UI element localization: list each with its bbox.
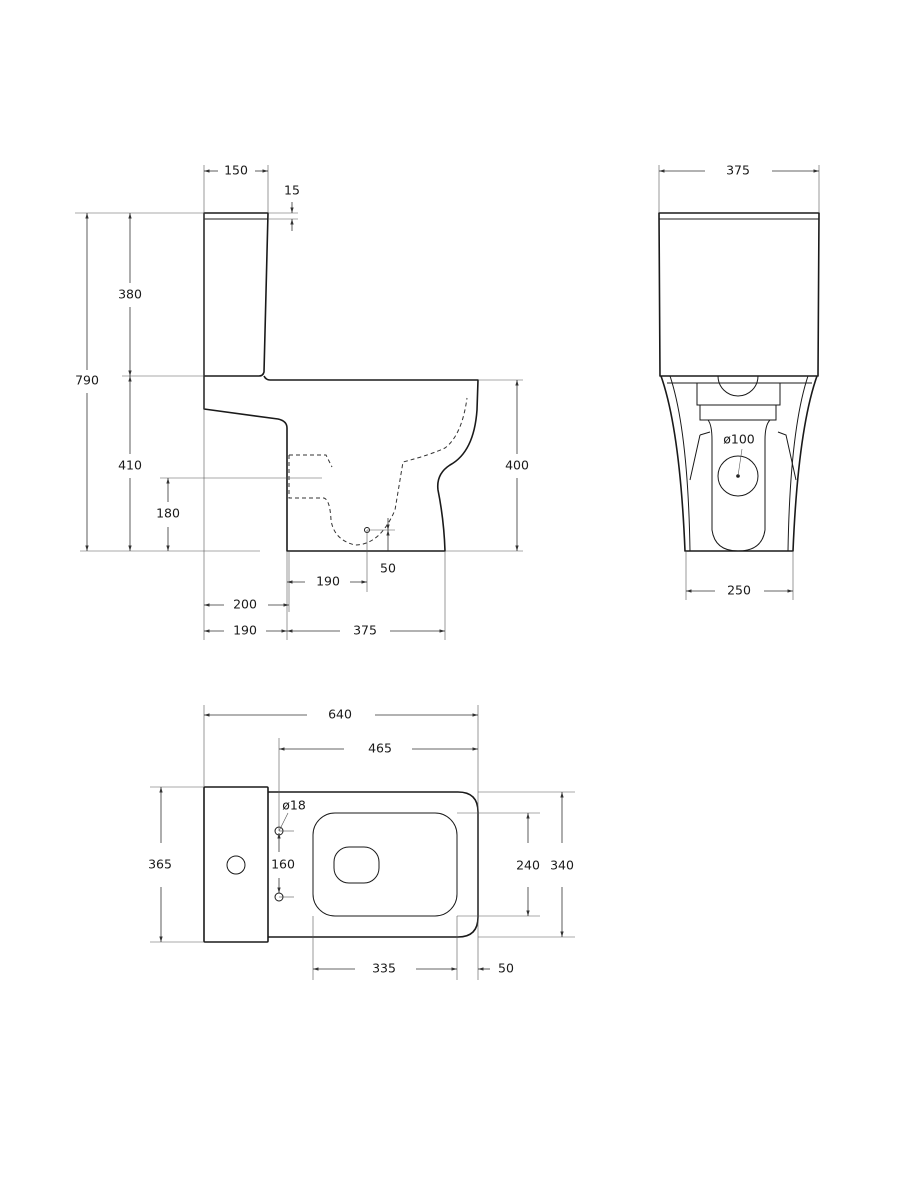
dim-base-width: 250 [727,583,751,598]
front-view: ø100 375 250 [658,163,820,600]
tank-outline [203,212,269,377]
dim-tank-width: 150 [224,163,248,178]
dim-plan-tank-width: 365 [148,857,172,872]
dim-bowl-width: 340 [550,858,574,873]
dim-total-length: 640 [328,707,352,722]
dim-outlet-height: 50 [380,561,396,576]
dim-tank-height: 380 [118,287,142,302]
plan-tank-outline [203,786,269,943]
dim-lid-thickness: 15 [284,183,300,198]
extension-lines [75,165,523,640]
dim-outlet-diameter: ø100 [723,432,755,447]
outlet-circle [717,455,759,497]
dim-tank-depth: 190 [233,623,257,638]
dim-bowl-height: 410 [118,458,142,473]
flush-button [226,855,246,875]
dim-base-length: 375 [353,623,377,638]
bowl-drain-opening [333,846,380,884]
plan-bowl-outline [268,791,479,938]
dim-seat-opening-width: 240 [516,858,540,873]
dim-inlet-height: 180 [156,506,180,521]
seat-opening [312,812,458,917]
dim-hole-diameter: ø18 [282,798,306,813]
front-pedestal-outline [660,375,818,552]
dim-rim-height: 400 [505,458,529,473]
bowl-outline [203,375,479,552]
dim-hole-spacing: 160 [271,857,295,872]
dim-wall-to-base: 200 [233,597,257,612]
dim-total-height: 790 [75,373,99,388]
plan-view: ø18 160 640 465 365 240 340 335 [148,705,575,980]
dim-front-tank-width: 375 [726,163,750,178]
dim-front-margin: 50 [498,961,514,976]
front-tank-outline [658,212,820,377]
dim-outlet-offset: 190 [316,574,340,589]
dim-bowl-length: 465 [368,741,392,756]
dim-seat-opening-length: 335 [372,961,396,976]
trapway-dashed [288,397,468,546]
side-view: 150 15 790 380 410 180 400 50 190 200 19… [75,163,529,640]
